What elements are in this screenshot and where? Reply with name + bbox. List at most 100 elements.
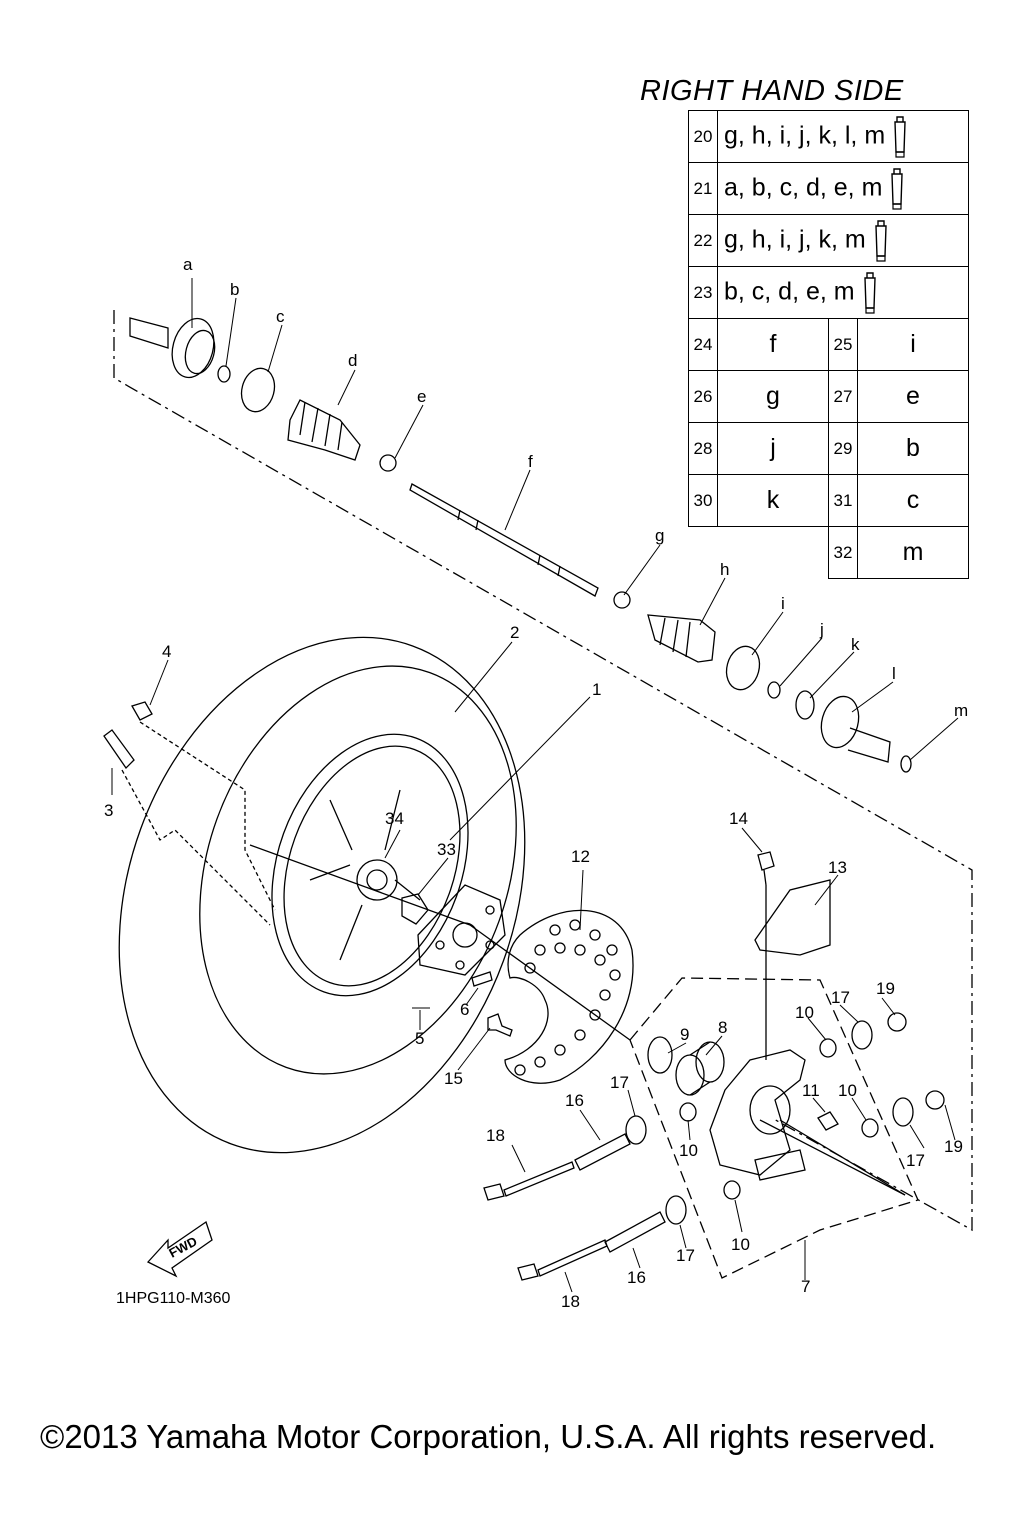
callout-label: f	[528, 452, 533, 471]
bushing-17	[665, 1195, 687, 1225]
page-title: RIGHT HAND SIDE	[640, 75, 904, 107]
bushing-17	[851, 1020, 873, 1050]
knuckle-leader	[779, 1119, 906, 1196]
callout-label: 15	[444, 1069, 463, 1088]
callout-label: 14	[729, 809, 748, 828]
nut-19	[925, 1090, 945, 1110]
callout-label: 11	[802, 1081, 820, 1100]
axle-shaft-f	[409, 483, 599, 597]
band-e	[379, 454, 397, 472]
callout-label: l	[892, 664, 896, 683]
callout-label: 4	[162, 642, 171, 661]
callout-label: 10	[795, 1003, 814, 1022]
hub-5	[417, 884, 506, 976]
valve-leader	[121, 721, 276, 926]
ring-k	[795, 690, 815, 720]
callout-label: a	[183, 255, 193, 274]
bushing-17	[892, 1097, 914, 1127]
valve-stem	[103, 729, 135, 770]
kit-parts: g, h, i, j, k, l, m	[724, 121, 886, 150]
callout-label: j	[819, 620, 824, 639]
bearing-34	[356, 859, 398, 901]
kit-number: 25	[828, 318, 858, 371]
callout-label: 1	[592, 680, 601, 699]
kit-value: c	[857, 474, 969, 527]
callout-label: 17	[831, 988, 850, 1007]
kit-number: 28	[688, 422, 718, 475]
collar-10	[861, 1118, 879, 1138]
sleeve-16	[574, 1133, 631, 1171]
bushing-17	[625, 1115, 647, 1145]
kit-number: 22	[688, 214, 718, 267]
sleeve-16	[604, 1211, 666, 1253]
bearing-8	[675, 1041, 725, 1096]
boot-band-c	[240, 367, 276, 413]
kit-value: b	[857, 422, 969, 475]
knuckle-group-frame	[629, 977, 919, 1279]
grease-tube-icon	[863, 271, 876, 314]
callout-label: 2	[510, 623, 519, 642]
kit-value: f	[717, 318, 829, 371]
kit-parts: b, c, d, e, m	[724, 277, 855, 306]
kit-value: g	[717, 370, 829, 423]
callout-label: m	[954, 701, 968, 720]
kit-parts: a, b, c, d, e, m	[724, 173, 883, 202]
boot-band-i	[725, 645, 761, 691]
circlip-j	[767, 681, 781, 699]
kit-number: 21	[688, 162, 718, 215]
valve-cap	[131, 701, 153, 721]
copyright-notice: ©2013 Yamaha Motor Corporation, U.S.A. A…	[40, 1418, 937, 1455]
collar-10	[679, 1102, 697, 1122]
callout-label: g	[655, 526, 664, 545]
callout-label: 6	[460, 1000, 469, 1019]
callout-label: 10	[838, 1081, 857, 1100]
grease-tube-icon	[894, 115, 906, 158]
grease-nipple-11	[817, 1111, 839, 1131]
callout-label: 7	[801, 1277, 810, 1296]
callout-label: 17	[676, 1246, 695, 1265]
callout-label: d	[348, 351, 357, 370]
cv-joint-outer	[129, 317, 216, 379]
kit-number: 29	[828, 422, 858, 475]
bolt-18	[517, 1239, 608, 1281]
tire	[118, 636, 526, 1154]
callout-label: b	[230, 280, 239, 299]
callout-label: 13	[828, 858, 847, 877]
leader-lines	[111, 278, 959, 1293]
kit-value: k	[717, 474, 829, 527]
diagram-code: 1HPG110-M360	[116, 1290, 231, 1307]
callout-label: 10	[731, 1235, 750, 1254]
callout-label: 9	[680, 1025, 689, 1044]
nut-19	[887, 1012, 907, 1032]
kit-number: 31	[828, 474, 858, 527]
callout-label: 5	[415, 1029, 424, 1048]
callout-label: e	[417, 387, 426, 406]
fwd-arrow-icon: FWD	[146, 1220, 213, 1278]
parts-diagram: FWD a b c d e f g h i j k l m 1 2 3	[103, 255, 973, 1311]
callout-label: c	[276, 307, 285, 326]
stud-6	[471, 971, 493, 987]
callout-label: 10	[679, 1141, 698, 1160]
circlip-m	[900, 755, 912, 773]
cv-joint-inner	[820, 695, 891, 763]
kit-value: m	[857, 526, 969, 579]
grease-tube-icon	[874, 219, 887, 262]
wheel-rim	[271, 733, 469, 997]
callout-label: 19	[944, 1137, 963, 1156]
circlip-b	[217, 365, 231, 383]
callout-label: 19	[876, 979, 895, 998]
callout-label: 12	[571, 847, 590, 866]
callout-label: 17	[610, 1073, 629, 1092]
bolt-18	[483, 1161, 575, 1201]
callout-label: 16	[565, 1091, 584, 1110]
bearing-34-inner	[366, 869, 388, 891]
callout-label: 3	[104, 801, 113, 820]
brake-disc	[504, 909, 634, 1084]
